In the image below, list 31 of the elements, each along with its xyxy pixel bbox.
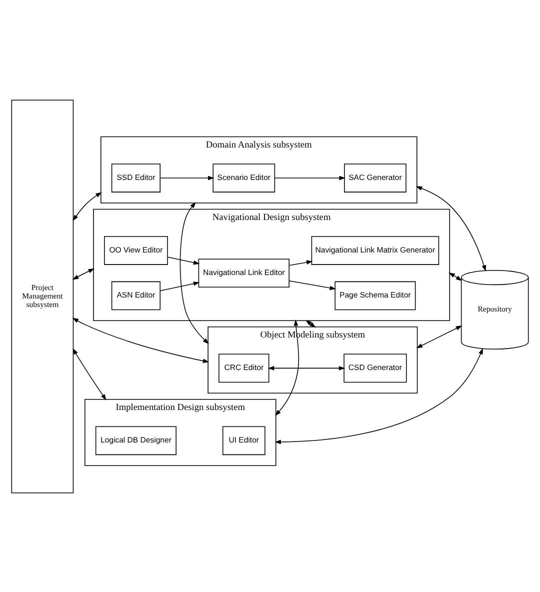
node-box: Project Management subsystem [11, 99, 74, 493]
arrow [72, 348, 106, 400]
node-box: SSD Editor [111, 163, 160, 192]
arrow [72, 192, 102, 221]
arrow [305, 319, 316, 328]
arrow [448, 272, 462, 280]
arrow [274, 175, 346, 180]
arrow [167, 256, 200, 264]
arrow [268, 366, 346, 370]
arrow [288, 280, 336, 290]
node-box: Navigational Link Editor [198, 258, 290, 288]
node-box: UI Editor [222, 426, 266, 455]
node-box: CRC Editor [218, 353, 270, 382]
node-box: Page Schema Editor [334, 280, 416, 310]
node-box: ASN Editor [111, 280, 160, 310]
arrow [275, 318, 300, 416]
arrow [160, 175, 214, 180]
arrow [416, 325, 462, 348]
arrow [72, 317, 210, 363]
node-box: Navigational Link Matrix Generator [311, 236, 440, 264]
node-box: CSD Generator [344, 353, 407, 382]
arrow [160, 281, 200, 291]
arrow [416, 186, 486, 271]
node-box: SAC Generator [344, 163, 406, 192]
arrow [288, 260, 313, 266]
arrow [72, 268, 95, 280]
arrow [274, 348, 484, 444]
arrow [180, 202, 209, 344]
node-box: Logical DB Designer [95, 426, 176, 455]
node-box: OO View Editor [104, 236, 168, 264]
node-box: Scenario Editor [212, 163, 276, 192]
